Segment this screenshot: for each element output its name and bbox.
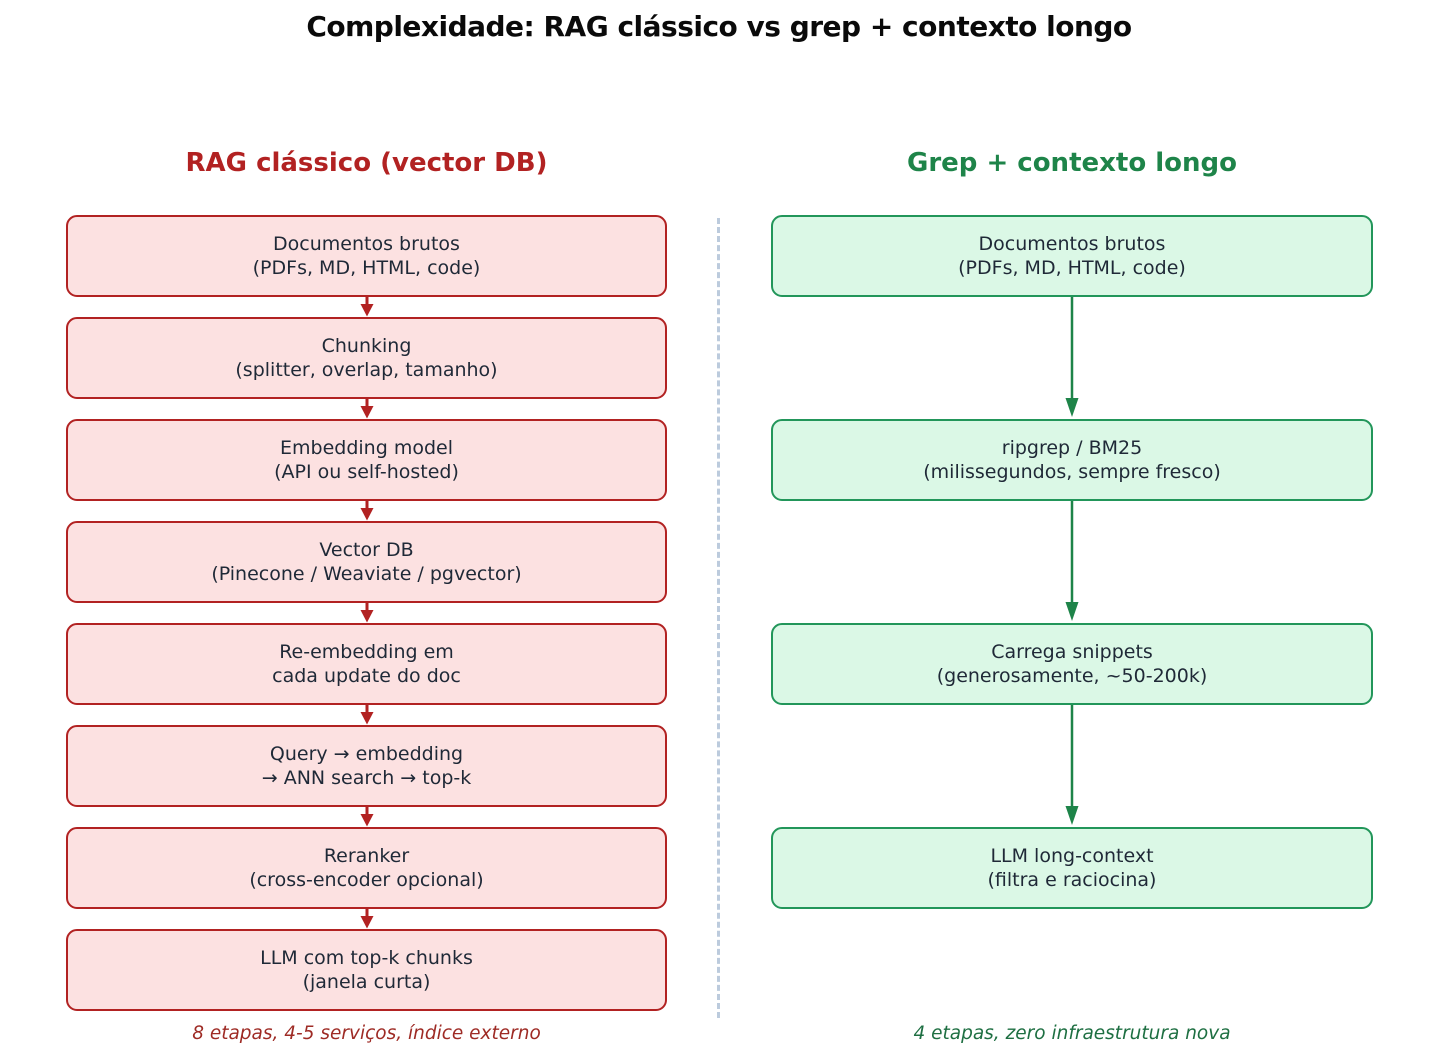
node-line: (milissegundos, sempre fresco) (923, 461, 1221, 483)
node-line: (API ou self-hosted) (274, 461, 459, 483)
node-line: ripgrep / BM25 (1001, 436, 1143, 459)
flow-node-carrega-snippets: Carrega snippets (generosamente, ~50-200… (771, 623, 1373, 705)
right-column-header: Grep + contexto longo (906, 148, 1237, 178)
node-line: → ANN search → top-k (261, 767, 472, 789)
node-line: (splitter, overlap, tamanho) (235, 359, 498, 381)
flow-node-llm-long-context: LLM long-context (filtra e raciocina) (771, 827, 1373, 909)
arrow-down-icon (359, 603, 375, 623)
node-line: Query → embedding (269, 742, 464, 765)
left-footer-note: 8 etapas, 4-5 serviços, índice externo (192, 1023, 541, 1044)
flow-node-documentos-brutos-grep: Documentos brutos (PDFs, MD, HTML, code) (771, 215, 1373, 297)
node-line: Re-embedding em (279, 640, 454, 663)
left-flow-column: Documentos brutos (PDFs, MD, HTML, code)… (66, 215, 667, 1011)
diagram-title: Complexidade: RAG clássico vs grep + con… (306, 10, 1132, 43)
flow-node-ripgrep-bm25: ripgrep / BM25 (milissegundos, sempre fr… (771, 419, 1373, 501)
arrow-down-icon (359, 399, 375, 419)
arrow-down-icon (1064, 501, 1080, 623)
flow-node-llm-top-k: LLM com top-k chunks (janela curta) (66, 929, 667, 1011)
flow-node-chunking: Chunking (splitter, overlap, tamanho) (66, 317, 667, 399)
node-line: (janela curta) (302, 971, 431, 993)
flow-node-documentos-brutos: Documentos brutos (PDFs, MD, HTML, code) (66, 215, 667, 297)
node-line: Documentos brutos (978, 232, 1166, 255)
left-column-header: RAG clássico (vector DB) (185, 148, 548, 178)
arrow-down-icon (359, 705, 375, 725)
column-divider (717, 218, 720, 1018)
flow-node-query-ann-search: Query → embedding → ANN search → top-k (66, 725, 667, 807)
arrow-down-icon (359, 909, 375, 929)
node-line: Vector DB (319, 538, 414, 561)
node-line: Carrega snippets (991, 640, 1153, 663)
node-line: Chunking (321, 334, 412, 357)
arrow-down-icon (1064, 705, 1080, 827)
flow-node-embedding-model: Embedding model (API ou self-hosted) (66, 419, 667, 501)
node-line: (generosamente, ~50-200k) (936, 665, 1208, 687)
node-line: cada update do doc (272, 665, 461, 687)
node-line: (filtra e raciocina) (987, 869, 1157, 891)
right-footer-note: 4 etapas, zero infraestrutura nova (913, 1023, 1231, 1044)
flow-node-vector-db: Vector DB (Pinecone / Weaviate / pgvecto… (66, 521, 667, 603)
flow-node-re-embedding: Re-embedding em cada update do doc (66, 623, 667, 705)
node-line: (PDFs, MD, HTML, code) (958, 257, 1186, 279)
node-line: (PDFs, MD, HTML, code) (252, 257, 481, 279)
node-line: Embedding model (280, 436, 453, 459)
node-line: Documentos brutos (273, 232, 460, 255)
node-line: (cross-encoder opcional) (249, 869, 484, 891)
arrow-down-icon (1064, 297, 1080, 419)
right-flow-column: Documentos brutos (PDFs, MD, HTML, code)… (771, 215, 1373, 909)
node-line: LLM com top-k chunks (260, 946, 473, 969)
arrow-down-icon (359, 297, 375, 317)
node-line: LLM long-context (990, 844, 1154, 867)
node-line: Reranker (323, 844, 410, 867)
flow-node-reranker: Reranker (cross-encoder opcional) (66, 827, 667, 909)
arrow-down-icon (359, 807, 375, 827)
node-line: (Pinecone / Weaviate / pgvector) (211, 563, 522, 585)
arrow-down-icon (359, 501, 375, 521)
